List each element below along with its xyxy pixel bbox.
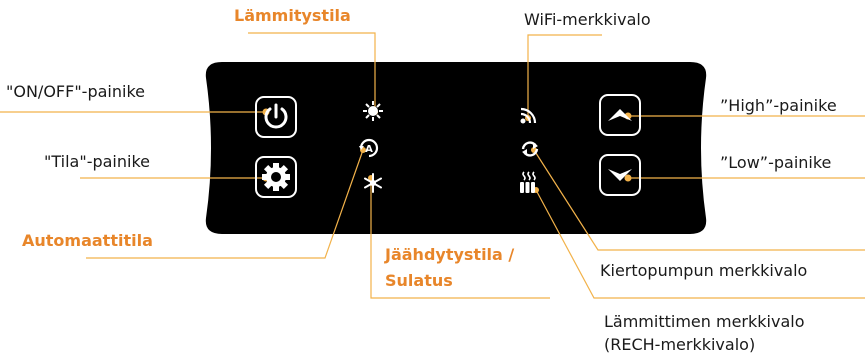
cooling-mode-label-line2: Sulatus [385,271,453,290]
wifi-icon [520,107,537,124]
control-panel [205,62,707,234]
snowflake-icon [364,173,382,193]
auto-mode-icon: A [359,138,379,158]
leader-lines [0,32,865,299]
on-off-button-label: "ON/OFF"-painike [6,82,145,101]
chevron-down-icon [608,169,632,181]
sun-icon [363,101,383,121]
low-button[interactable] [599,154,641,196]
leader-pump [533,149,865,251]
heater-indicator-label-line2: (RECH-merkkivalo) [604,335,756,354]
on-off-button[interactable] [255,96,297,138]
leader-heating-mode [248,32,376,112]
gear-icon [262,163,290,191]
pump-indicator-label: Kiertopumpun merkkivalo [600,261,808,280]
high-button[interactable] [599,94,641,136]
mode-button[interactable] [255,156,297,198]
heating-mode-label: Lämmitystila [234,6,351,25]
power-icon [264,103,288,129]
heater-indicator-label-line1: Lämmittimen merkkivalo [604,312,805,331]
mode-button-label: "Tila"-painike [44,152,150,171]
leader-heater [535,189,865,299]
low-button-label: ”Low”-painike [720,153,832,172]
heater-icon [520,171,536,193]
chevron-up-icon [608,109,632,121]
high-button-label: ”High”-painike [720,96,837,115]
leader-cooling [370,178,550,299]
pump-icon [521,141,539,157]
wifi-indicator-label: WiFi-merkkivalo [524,10,651,29]
auto-mode-label: Automaattitila [22,231,153,250]
cooling-mode-label-line1: Jäähdytystila / [385,245,515,264]
leader-auto [86,149,364,259]
leader-wifi [527,34,602,118]
svg-text:A: A [365,144,373,155]
